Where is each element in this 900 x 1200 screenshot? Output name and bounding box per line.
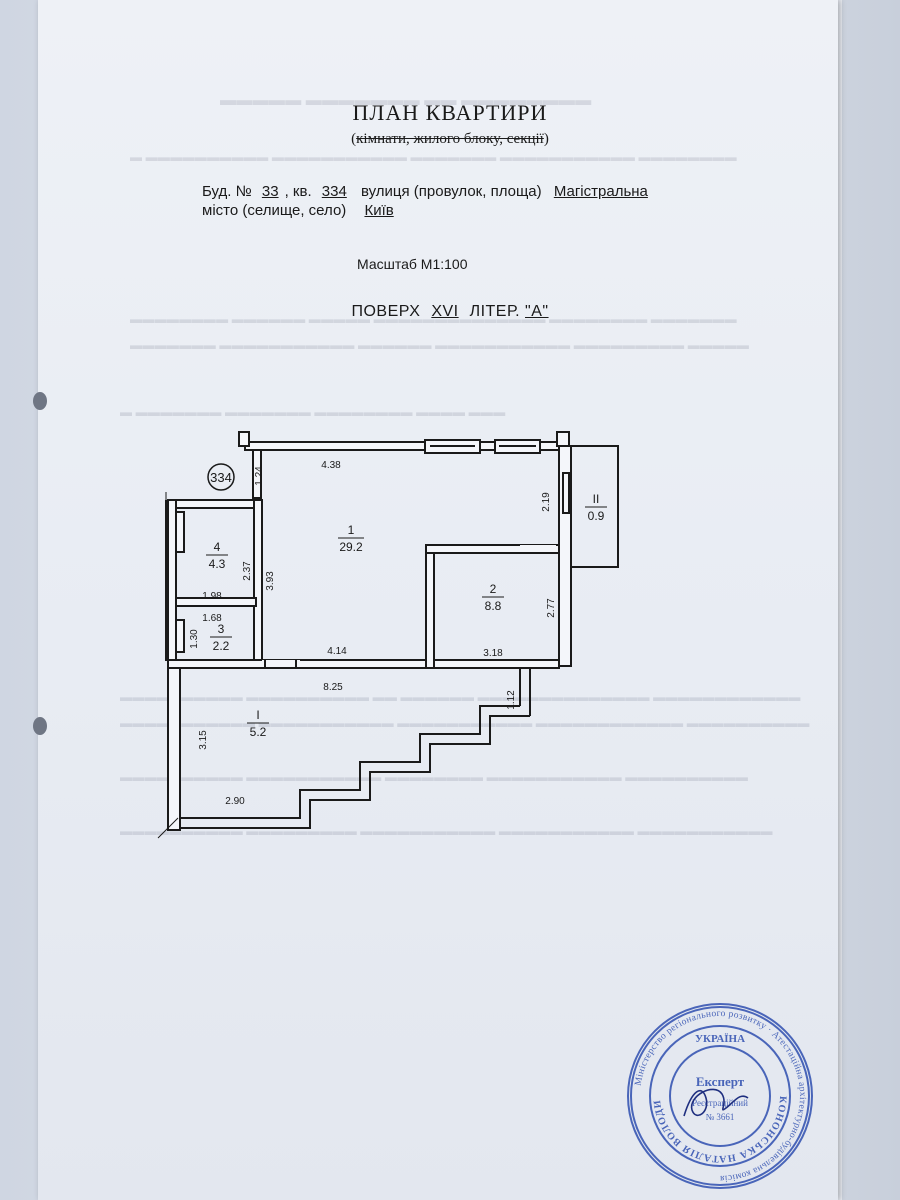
dimension-label: 8.25 [323,682,343,693]
room-3-number: 3 [218,622,225,636]
stamp-country: УКРАЇНА [695,1032,745,1045]
scale-label: Масштаб М1:100 [357,256,468,272]
city-value: Київ [364,202,394,219]
room-I-number: I [256,708,259,722]
show-through-text: ▬ ▬▬▬▬▬▬▬ ▬▬▬▬▬▬▬ ▬▬▬▬▬▬▬▬ ▬▬▬▬ ▬▬▬ [120,405,506,419]
street-label: вулиця (провулок, площа) [360,183,542,200]
wall-rooms-top [167,499,261,509]
cupboard [175,619,185,653]
address-line-2: місто (селище, село) Київ [202,202,398,219]
subtitle-struck-text: кімнати, жилого блоку, секції [356,131,544,147]
show-through-text: ▬▬▬▬▬ ▬▬▬▬▬▬▬ ▬▬ ▬▬▬▬▬▬▬▬ [220,92,592,109]
room-II-number: II [593,492,600,506]
binder-hole-icon [33,717,47,735]
room-2-area: 8.8 [485,599,502,613]
signature-icon [683,1088,749,1117]
balcony-door [562,472,570,514]
show-through-text: ▬▬▬▬▬▬▬▬▬▬▬ ▬▬▬▬▬▬▬▬▬▬▬ ▬▬▬▬▬▬▬▬▬▬▬ ▬▬▬▬… [120,716,810,730]
dimension-label: 2.37 [242,561,253,581]
wall-between-3-4 [175,597,257,607]
room-I-area: 5.2 [250,725,267,739]
street-value: Магістральна [553,183,648,200]
corridor-steps-outer [180,715,530,829]
dimension-label: 1.12 [506,690,517,710]
section-mark [157,817,179,839]
dimension-label: 2.19 [541,492,552,512]
apartment-badge: 334 [210,470,232,485]
dimension-label: 4.14 [327,646,347,657]
page-subtitle: (кімнати, жилого блоку, секції) [351,131,549,147]
floor-value: XVI [431,303,459,320]
dimension-label: 3.18 [483,648,503,659]
room-1-area: 29.2 [339,540,363,554]
room-II-area: 0.9 [588,509,605,523]
dimension-label: 4.38 [321,460,341,471]
liter-value: "А" [525,303,549,320]
apartment-label: кв. [292,183,312,200]
apartment-number: 334 [321,183,347,200]
dimension-label: 1.24 [254,466,265,486]
page-title: ПЛАН КВАРТИРИ [352,100,548,125]
separator-comma: , [284,183,289,200]
wall-corridor-left [167,667,181,831]
room-2-number: 2 [490,582,497,596]
floor-line: ПОВЕРХ XVI ЛІТЕР. "А" [0,303,900,321]
wall-rooms-right [253,499,263,663]
wall-stub [238,431,250,447]
balcony-outline [571,445,619,568]
room-1-number: 1 [348,523,355,537]
show-through-text: ▬▬▬▬▬▬▬ ▬▬▬▬▬▬▬▬▬▬▬ ▬▬▬▬▬▬ ▬▬▬▬▬▬▬▬▬▬▬ ▬… [130,338,750,352]
liter-label: ЛІТЕР. [469,303,521,320]
dimension-label: 2.90 [225,796,245,807]
show-through-text: ▬▬▬▬▬▬▬▬▬▬ ▬▬▬▬▬▬▬▬▬▬ ▬▬ ▬▬▬▬▬▬ ▬▬▬▬▬▬▬▬… [120,690,801,704]
dimension-label: 1.30 [189,629,200,649]
wall-stub [556,431,570,447]
dimension-label: 3.15 [198,730,209,750]
room-3-area: 2.2 [213,639,230,653]
room-4-area: 4.3 [209,557,226,571]
city-label: місто (селище, село) [202,202,347,219]
building-number: 33 [261,183,279,200]
wall-room2-left [425,544,435,669]
dimension-label: 1.68 [202,613,222,624]
building-label: Буд. № [202,183,252,200]
cupboard [175,511,185,553]
room-4-number: 4 [214,540,221,554]
show-through-text: ▬▬▬▬▬▬▬▬▬▬ ▬▬▬▬▬▬▬▬▬▬▬ ▬▬▬▬▬▬▬▬ ▬▬▬▬▬▬▬▬… [120,770,749,784]
dimension-label: 2.77 [546,598,557,618]
wall-room2-top [425,544,560,554]
stamp-reg-number: № 3661 [706,1112,735,1122]
corridor-steps [180,705,520,819]
apartment-badge-circle [207,463,235,491]
show-through-text: ▬ ▬▬▬▬▬▬▬▬▬▬ ▬▬▬▬▬▬▬▬▬▬▬ ▬▬▬▬▬▬▬ ▬▬▬▬▬▬▬… [130,150,737,164]
floor-label: ПОВЕРХ [351,303,421,320]
binder-hole-icon [33,392,47,410]
wall-left-upper [252,449,262,499]
dimension-label: 3.93 [265,571,276,591]
address-line-1: Буд. № 33, кв. 334 вулиця (провулок, пло… [202,183,648,200]
show-through-text: ▬▬▬▬▬▬▬▬ ▬▬▬▬▬▬ ▬▬▬▬▬ ▬▬▬▬▬▬▬▬▬▬▬▬▬▬ ▬▬▬… [130,312,737,326]
expert-stamp: Міністерство регіонального розвитку · Ат… [622,998,813,1189]
plan-walls [157,431,619,839]
stamp-role: Експерт [696,1074,745,1089]
dimension-label: 1.98 [202,591,222,602]
wall-rooms-left [167,499,177,663]
stamp-reg-label: Реєстраційний [692,1098,748,1108]
